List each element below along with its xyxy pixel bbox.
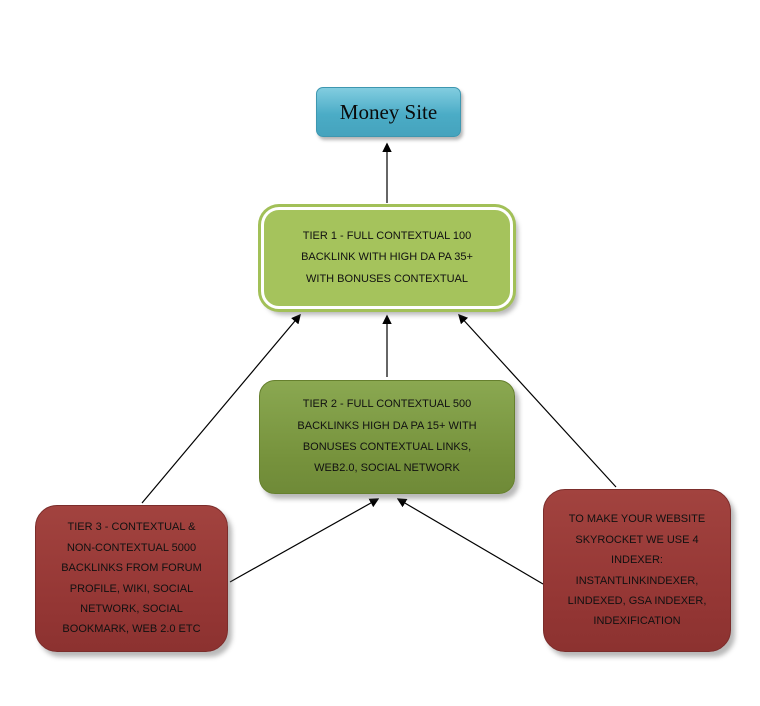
node-tier3: TIER 3 - CONTEXTUAL & NON-CONTEXTUAL 500…: [35, 505, 228, 652]
node-tier2: TIER 2 - FULL CONTEXTUAL 500 BACKLINKS H…: [259, 380, 515, 494]
indexers-label: TO MAKE YOUR WEBSITE SKYROCKET WE USE 4 …: [567, 513, 707, 628]
arrow-tier3-to-tier2: [229, 498, 380, 583]
arrow-indexers-to-tier2: [396, 498, 544, 585]
tier1-label: TIER 1 - FULL CONTEXTUAL 100 BACKLINK WI…: [301, 229, 473, 285]
node-tier1: TIER 1 - FULL CONTEXTUAL 100 BACKLINK WI…: [261, 207, 513, 309]
money-site-label: Money Site: [339, 99, 438, 124]
node-money-site: Money Site: [316, 87, 461, 137]
node-indexers: TO MAKE YOUR WEBSITE SKYROCKET WE USE 4 …: [543, 489, 731, 652]
tier3-label: TIER 3 - CONTEXTUAL & NON-CONTEXTUAL 500…: [61, 521, 202, 636]
tier2-label: TIER 2 - FULL CONTEXTUAL 500 BACKLINKS H…: [297, 398, 477, 475]
